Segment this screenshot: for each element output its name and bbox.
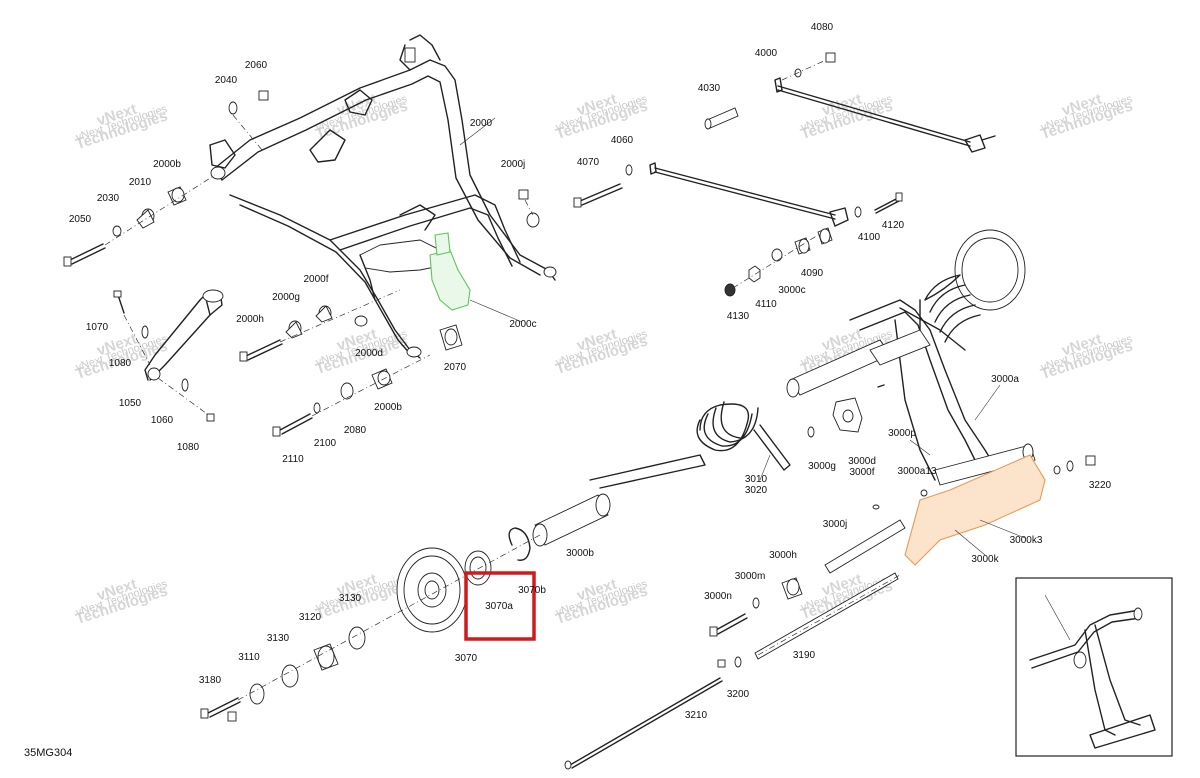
part-label-p3180[interactable]: 3180 [199,675,222,686]
part-label-p3070[interactable]: 3070 [455,653,478,664]
part-label-p2000h[interactable]: 2000h [236,314,264,325]
suspension-assembly-3000 [564,229,1096,770]
part-label-p3000n[interactable]: 3000n [704,591,732,602]
part-label-p3070b[interactable]: 3070b [518,585,546,596]
part-label-p3010[interactable]: 3010 [745,474,768,485]
part-label-p2000[interactable]: 2000 [470,118,493,129]
part-label-p3120[interactable]: 3120 [299,612,322,623]
linkage-assembly-4000 [573,52,996,297]
part-label-p3000p[interactable]: 3000p [888,428,916,439]
part-label-p4000[interactable]: 4000 [755,48,778,59]
part-label-p2110[interactable]: 2110 [282,454,304,465]
part-label-p1080b[interactable]: 1080 [109,358,132,369]
part-label-p2000b[interactable]: 2000b [153,159,181,170]
part-label-p3220[interactable]: 3220 [1089,480,1112,491]
part-label-p2050[interactable]: 2050 [69,214,92,225]
part-label-p3000f[interactable]: 3000f [849,467,874,478]
inset-overview [1015,577,1173,757]
part-label-p3130a[interactable]: 3130 [339,593,362,604]
diagram-id: 35MG304 [24,747,72,759]
part-label-p4060[interactable]: 4060 [611,135,634,146]
part-label-p2100[interactable]: 2100 [314,438,337,449]
part-label-p4100[interactable]: 4100 [858,232,881,243]
part-label-p1060[interactable]: 1060 [151,415,174,426]
part-label-p3000g[interactable]: 3000g [808,461,836,472]
part-label-p2000b2[interactable]: 2000b [374,402,402,413]
part-label-p4080[interactable]: 4080 [811,22,834,33]
part-label-p3210[interactable]: 3210 [685,710,708,721]
part-label-p3000a13[interactable]: 3000a13 [898,466,937,477]
part-label-p2010[interactable]: 2010 [129,177,152,188]
part-label-p4130[interactable]: 4130 [727,311,750,322]
part-label-p2000d[interactable]: 2000d [355,348,383,359]
idler-wheel-assembly-3070 [200,493,611,722]
part-label-p3020[interactable]: 3020 [745,485,768,496]
part-label-p1080[interactable]: 1080 [177,442,200,453]
part-label-p3000k[interactable]: 3000k [971,554,999,565]
part-label-p3190[interactable]: 3190 [793,650,816,661]
part-label-p2000j[interactable]: 2000j [501,159,525,170]
arm-assembly-1050 [113,289,224,422]
part-label-p2030[interactable]: 2030 [97,193,120,204]
part-label-p3130b[interactable]: 3130 [267,633,290,644]
part-label-p4030[interactable]: 4030 [698,83,721,94]
part-label-p2000c[interactable]: 2000c [509,319,536,330]
part-label-p3200[interactable]: 3200 [727,689,750,700]
leader-lines [459,117,1071,641]
part-label-p3000m[interactable]: 3000m [735,571,766,582]
orange-plate-3000k [904,454,1046,566]
part-label-p2000f[interactable]: 2000f [303,274,328,285]
highlight-box-3070a [464,571,536,641]
part-label-p3000h[interactable]: 3000h [769,550,797,561]
part-label-p4110[interactable]: 4110 [755,299,777,310]
part-label-p3000k3[interactable]: 3000k3 [1010,535,1043,546]
part-label-p2070[interactable]: 2070 [444,362,467,373]
hardware-2000-series [63,90,540,437]
part-label-p2060[interactable]: 2060 [245,60,268,71]
part-label-p3110[interactable]: 3110 [238,652,260,663]
green-bracket-2000c [429,249,471,311]
part-label-p4120[interactable]: 4120 [882,220,905,231]
part-labels: 2060204020002000b2010203020502000j2000f2… [69,22,1112,721]
part-label-p2040[interactable]: 2040 [215,75,238,86]
part-label-p1050[interactable]: 1050 [119,398,142,409]
part-label-p3000j[interactable]: 3000j [823,519,847,530]
part-label-p3000c[interactable]: 3000c [778,285,805,296]
part-label-p3000d[interactable]: 3000d [848,456,876,467]
part-label-p3000b[interactable]: 3000b [566,548,594,559]
part-label-p1070[interactable]: 1070 [86,322,109,333]
part-label-p4090[interactable]: 4090 [801,268,824,279]
part-label-p2080[interactable]: 2080 [344,425,367,436]
frame-assembly-2000 [209,34,557,359]
part-label-p3070a[interactable]: 3070a [485,601,513,612]
part-label-p4070[interactable]: 4070 [577,157,600,168]
part-label-p3000a[interactable]: 3000a [991,374,1019,385]
part-label-p2000g[interactable]: 2000g [272,292,300,303]
